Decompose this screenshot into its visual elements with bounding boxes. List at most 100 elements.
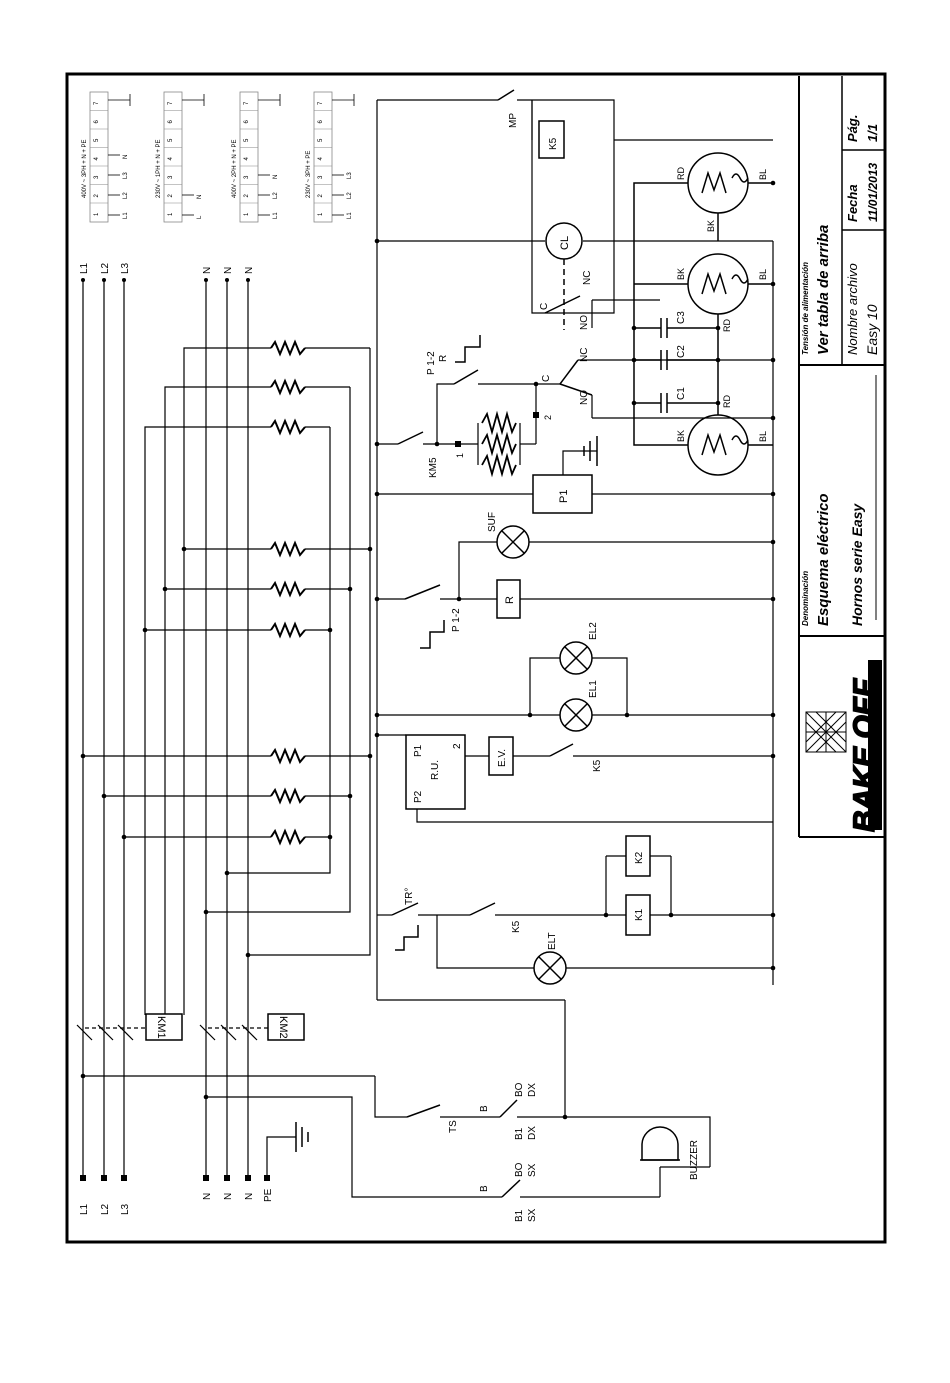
supply-terminal-label: L2 [347, 192, 353, 199]
km2-coil: KM2 [267, 1013, 305, 1041]
page-label: Pág. [845, 115, 860, 142]
m3-bk-label: BK [676, 430, 686, 442]
denominacion-value: Esquema eléctrico [815, 493, 832, 626]
label-L1-top: L1 [79, 262, 90, 274]
supply-pin: 1 [168, 212, 174, 216]
heater-resistor-7 [270, 747, 306, 765]
supply-pin: 4 [168, 157, 174, 161]
c1-label: C1 [676, 387, 687, 400]
supply-pin: 2 [318, 194, 324, 198]
title-block [798, 76, 884, 838]
km2-label: KM2 [277, 1016, 289, 1039]
supply-pin: 6 [318, 120, 324, 124]
buzzer-label: BUZZER [689, 1140, 700, 1180]
supply-pin: 1 [94, 212, 100, 216]
supply-pin: 5 [168, 138, 174, 142]
date-value: 11/01/2013 [866, 163, 880, 222]
supply-pin: 1 [318, 212, 324, 216]
el1-label: EL1 [588, 680, 599, 698]
thermostat-symbols [395, 335, 481, 951]
supply-terminal-label: N [273, 175, 279, 179]
supply-line-labels-top: L1 L2 L3 N N N [79, 262, 255, 274]
label-N3-bottom: N [244, 1193, 255, 1200]
c2-label: C2 [676, 345, 687, 358]
control-wiring [83, 99, 774, 1198]
supply-line-terminals [80, 278, 270, 1181]
label-N1-bottom: N [202, 1193, 213, 1200]
junction-dots [80, 180, 776, 1120]
supply-pin: 4 [318, 157, 324, 161]
resistor-zigzags [270, 339, 306, 846]
p1-ground [583, 436, 598, 466]
supply-pin: 3 [94, 175, 100, 179]
k5-tr-label: K5 [511, 920, 522, 933]
file-name-label: Nombre archivo [845, 263, 860, 355]
supply-pin: 7 [94, 101, 100, 105]
page-value: 1/1 [865, 124, 880, 142]
supply-terminal-label: N [123, 155, 129, 159]
pe-ground-symbol [295, 1122, 309, 1152]
relay-nc-label: NC [579, 348, 590, 362]
km1-coil: KM1 [145, 1013, 183, 1041]
supply-terminal-label: L1 [347, 212, 353, 219]
bo-sx-label-2: SX [527, 1163, 538, 1177]
component-labels: MP K5 CL C NC NO NC C NO P 1-2 R KM5 1 2… [404, 113, 768, 1222]
supply-pin: 3 [244, 175, 250, 179]
heater-resistor-3 [270, 418, 306, 436]
terminal-1-label: 1 [455, 453, 465, 458]
tension-label: Tensión de alimentación [801, 262, 810, 355]
r-coil-label: R [504, 596, 516, 604]
contactor-contacts [76, 1024, 268, 1041]
date-label: Fecha [845, 184, 860, 222]
b1-sx-label-2: SX [527, 1208, 538, 1222]
cl-c-label: C [539, 303, 550, 310]
m1-bk-label: BK [706, 220, 716, 232]
small-terminals [455, 412, 539, 447]
k2-label: K2 [634, 851, 645, 864]
sheet-frame [65, 72, 887, 1244]
label-N3-top: N [244, 267, 255, 274]
supply-pin: 7 [318, 101, 324, 105]
p12r-label: P 1-2 [426, 351, 437, 375]
b1-dx-label-2: DX [527, 1126, 538, 1140]
title-block-text: Denominación Esquema eléctrico Hornos se… [801, 115, 880, 626]
ru-2-label: 2 [452, 743, 463, 749]
label-N1-top: N [202, 267, 213, 274]
relay-c-label: C [541, 375, 552, 382]
buzzer-symbol [640, 1126, 680, 1161]
denominacion-label: Denominación [801, 571, 810, 626]
supply-pin: 2 [94, 194, 100, 198]
el2-label: EL2 [588, 622, 599, 640]
relay-no-label: NO [579, 390, 590, 405]
supply-table-title: 400V ~ 2PH + N + PE [232, 139, 238, 198]
bake-off-logo: BAKE OFF ITALIANA [805, 660, 882, 833]
m2-rd-label: RD [722, 319, 732, 332]
supply-pin: 2 [244, 194, 250, 198]
c3-label: C3 [676, 311, 687, 324]
supply-pin: 4 [244, 157, 250, 161]
switch-contacts [391, 89, 593, 1198]
k1-label: K1 [634, 908, 645, 921]
heater-resistor-6 [270, 621, 306, 639]
k5-contact-label: K5 [592, 759, 603, 772]
label-N2-top: N [223, 267, 234, 274]
b-label-dx: B [479, 1105, 490, 1112]
supply-pin: 5 [94, 138, 100, 142]
supply-pin: 1 [244, 212, 250, 216]
tension-value: Ver tabla de arriba [815, 225, 832, 355]
supply-lines [82, 280, 296, 1178]
lamp-crosses [501, 530, 588, 980]
ru-label: R.U. [430, 760, 441, 780]
supply-pin: 6 [244, 120, 250, 124]
p12-label: P 1-2 [451, 608, 462, 632]
heater-resistor-1 [270, 339, 306, 357]
heater-resistor-9 [270, 828, 306, 846]
elt-label: ELT [547, 932, 558, 950]
supply-terminal-label: L3 [347, 172, 353, 179]
